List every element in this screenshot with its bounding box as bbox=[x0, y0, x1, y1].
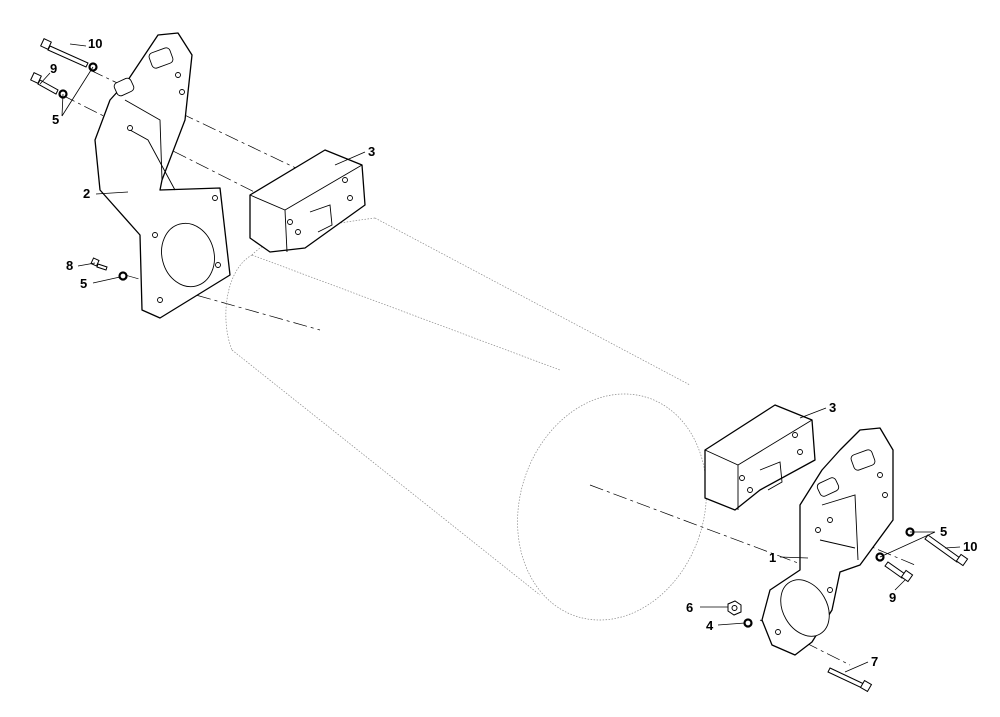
leader-lines bbox=[39, 43, 961, 673]
callout-2: 2 bbox=[83, 186, 90, 201]
bolt-9-top bbox=[30, 72, 59, 95]
callout-3-top: 3 bbox=[368, 144, 375, 159]
callout-10-top: 10 bbox=[88, 36, 102, 51]
bolt-8 bbox=[90, 257, 108, 271]
callout-1: 1 bbox=[769, 550, 776, 565]
callout-5-top: 5 bbox=[52, 112, 59, 127]
drum-cylinder bbox=[225, 217, 707, 621]
bolt-10-top bbox=[40, 38, 89, 68]
center-axis-lines bbox=[61, 69, 916, 666]
hardware bbox=[30, 38, 969, 693]
bolt-9-right bbox=[884, 561, 914, 583]
bracket-left bbox=[94, 32, 231, 319]
callout-3-right: 3 bbox=[829, 400, 836, 415]
bolt-10-right bbox=[924, 534, 969, 567]
nut-6 bbox=[727, 600, 742, 616]
callout-4: 4 bbox=[706, 618, 714, 633]
callout-9-top: 9 bbox=[50, 61, 57, 76]
callout-5-mid: 5 bbox=[80, 276, 87, 291]
callout-5-right: 5 bbox=[940, 524, 947, 539]
block-top bbox=[249, 149, 366, 253]
callout-10-right: 10 bbox=[963, 539, 977, 554]
block-right bbox=[704, 404, 816, 511]
callout-6: 6 bbox=[686, 600, 693, 615]
callout-labels: 10 9 5 2 3 8 5 3 1 5 10 9 6 4 7 bbox=[50, 36, 977, 669]
callout-7: 7 bbox=[871, 654, 878, 669]
callout-9-right: 9 bbox=[889, 590, 896, 605]
washer-5-mid bbox=[118, 271, 128, 281]
bracket-right bbox=[761, 427, 894, 656]
washer-4 bbox=[743, 618, 753, 628]
bolt-7 bbox=[827, 667, 873, 693]
callout-8: 8 bbox=[66, 258, 73, 273]
